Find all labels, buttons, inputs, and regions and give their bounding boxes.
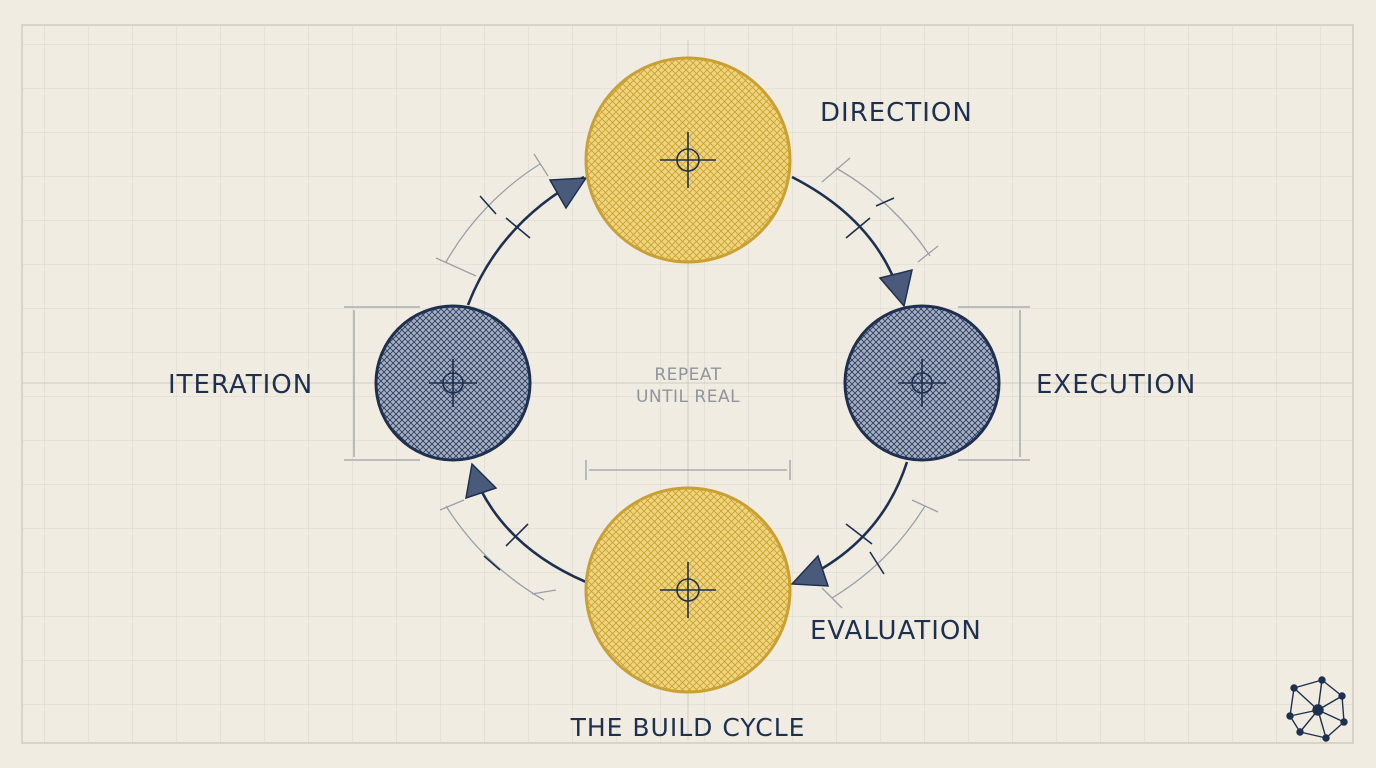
label-evaluation: EVALUATION: [810, 616, 982, 646]
arrowhead-execution: [878, 268, 913, 308]
label-iteration: ITERATION: [168, 370, 313, 400]
node-iteration: [374, 304, 532, 462]
center-text-line-1: REPEAT: [654, 365, 721, 385]
crosshair-icon: [660, 132, 716, 188]
label-direction: DIRECTION: [820, 98, 973, 128]
label-execution: EXECUTION: [1036, 370, 1196, 400]
crosshair-icon: [429, 359, 477, 407]
network-graph-icon: [1286, 676, 1348, 742]
dimension-lines: [344, 153, 1030, 609]
node-direction: [584, 56, 792, 264]
crosshair-icon: [660, 562, 716, 618]
arrowhead-direction: [548, 177, 588, 210]
diagram-title: THE BUILD CYCLE: [570, 713, 806, 742]
arrowhead-iteration: [465, 462, 498, 500]
arrow-ticks: [479, 195, 895, 575]
crosshair-icon: [898, 359, 946, 407]
arrowheads: [465, 177, 913, 587]
node-execution: [843, 304, 1001, 462]
node-evaluation: [584, 486, 792, 694]
center-text-line-2: UNTIL REAL: [636, 387, 740, 407]
arrowhead-evaluation: [790, 554, 830, 587]
